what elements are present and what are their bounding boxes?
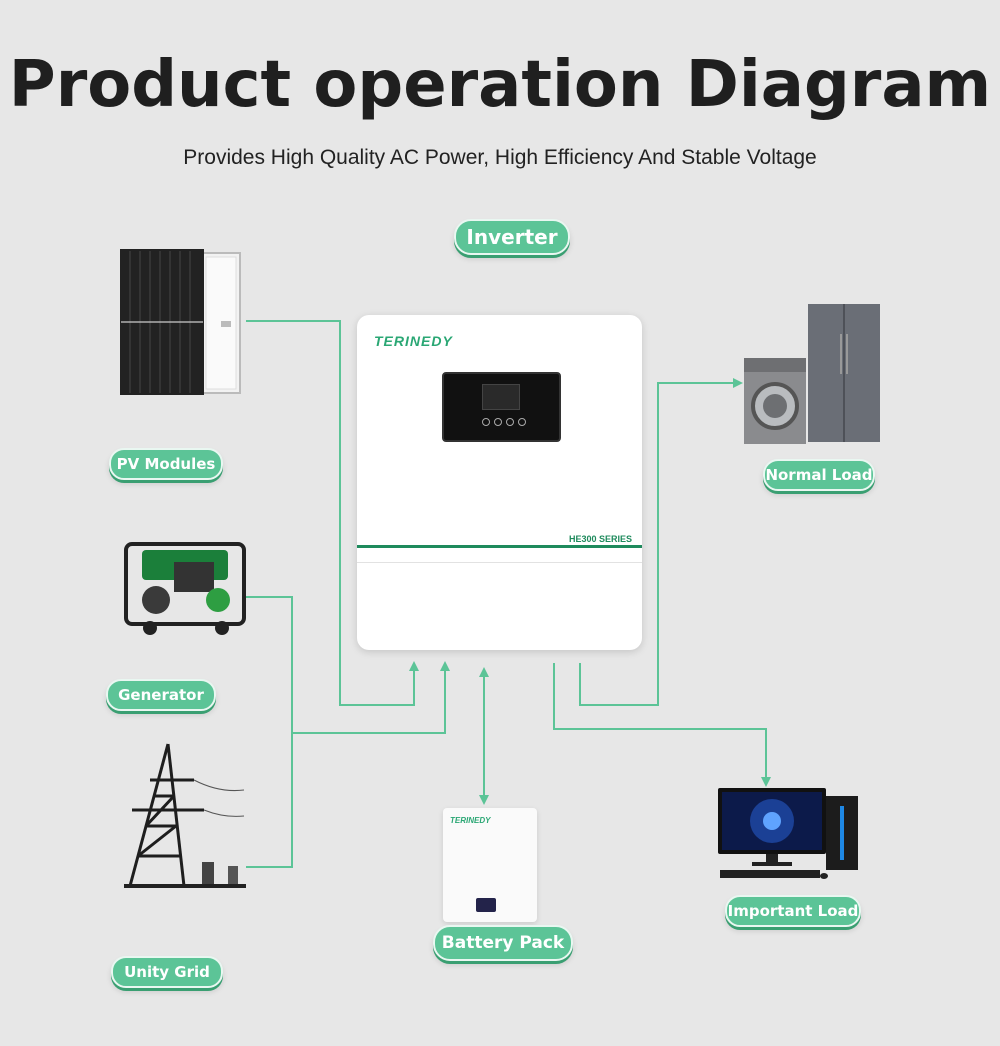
line-inverter-to-normal-load — [579, 378, 743, 706]
label-battery-pack: Battery Pack — [433, 925, 573, 961]
washing-machine-icon — [744, 358, 806, 444]
line-grid-to-inverter — [292, 661, 450, 734]
inverter-series: HE300 SERIES — [568, 534, 632, 544]
label-inverter: Inverter — [454, 219, 570, 255]
page-subtitle: Provides High Quality AC Power, High Eff… — [183, 146, 817, 169]
line-inverter-to-important-load — [553, 663, 771, 787]
power-tower-icon — [124, 743, 246, 888]
label-normal-load: Normal Load — [763, 459, 875, 491]
refrigerator-icon — [808, 304, 880, 442]
line-generator-to-bus — [246, 596, 293, 868]
inverter-brand: TERINEDY — [374, 333, 453, 349]
label-important-load: Important Load — [725, 895, 861, 927]
battery-indicator — [476, 898, 496, 912]
solar-panel-icon — [120, 249, 241, 395]
label-pv-modules: PV Modules — [109, 448, 223, 480]
line-pv-to-inverter — [246, 320, 419, 706]
inverter-device: TERINEDY HE300 SERIES — [357, 315, 642, 650]
label-generator: Generator — [106, 679, 216, 711]
inverter-display — [442, 372, 561, 442]
desktop-computer-icon — [718, 788, 858, 879]
battery-brand: TERINEDY — [450, 816, 491, 825]
page-title: Product operation Diagram — [8, 48, 992, 122]
label-unity-grid: Unity Grid — [111, 956, 223, 988]
battery-device: TERINEDY — [443, 808, 537, 922]
generator-icon — [124, 542, 246, 635]
